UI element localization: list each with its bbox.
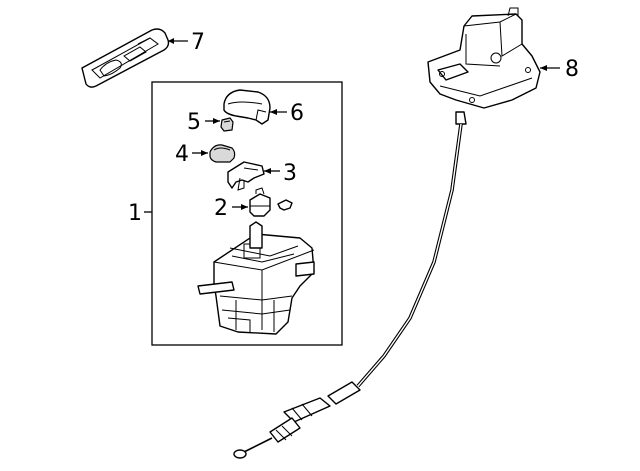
callout-2: 2 bbox=[214, 196, 228, 221]
shift-cable bbox=[233, 111, 467, 459]
callout-4: 4 bbox=[175, 142, 189, 167]
callout-5: 5 bbox=[187, 110, 201, 135]
trim-panel bbox=[81, 28, 170, 88]
callout-6: 6 bbox=[290, 101, 304, 126]
bracket bbox=[227, 161, 265, 191]
button bbox=[209, 144, 236, 163]
knob-cover bbox=[223, 89, 271, 125]
assembly-box bbox=[151, 81, 343, 346]
clip bbox=[220, 117, 234, 132]
connector bbox=[249, 187, 293, 217]
mount-bracket bbox=[427, 7, 541, 109]
callout-8: 8 bbox=[565, 57, 579, 82]
callout-3: 3 bbox=[283, 161, 297, 186]
shifter-housing bbox=[197, 221, 315, 335]
callout-7: 7 bbox=[191, 30, 205, 55]
callout-1: 1 bbox=[128, 201, 142, 226]
